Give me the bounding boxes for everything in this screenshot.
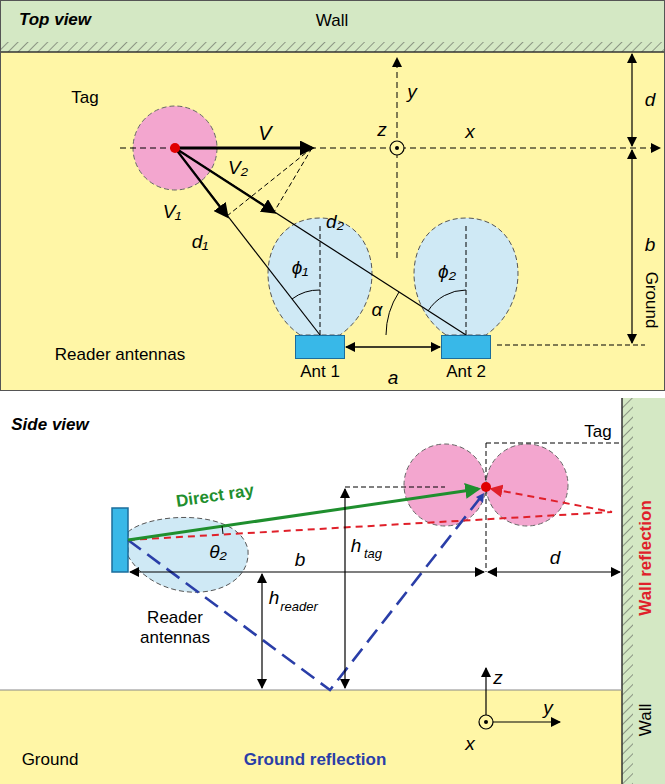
ray-label: Direct ray [175,481,255,512]
spacing-arrow [346,346,440,347]
node-text: Wall [636,704,656,736]
axis-label: z [377,119,387,141]
height-symbol: h [351,535,362,557]
antenna-pattern [414,218,518,335]
wall-band [622,398,665,784]
angle-arc [428,290,466,311]
axis-label: y [407,81,417,103]
node-text: Ant 1 [300,362,340,382]
antenna-label: Reader antennas [133,608,217,647]
reader-antenna [112,508,128,572]
antenna-pattern [128,517,248,592]
distance-line [175,148,320,335]
projection-line [227,148,312,216]
node-text: Ground [22,750,79,770]
boresight-line [320,225,321,335]
velocity-vector [175,148,274,212]
vector-label: V₁ [163,201,182,223]
wall-hatch [622,398,633,784]
axis-label: x [465,121,475,143]
height-subscript: tag [364,547,382,562]
dimension-label: a [388,367,399,389]
distance-line [175,148,466,335]
node-text: Wall reflection [636,500,656,616]
y-axis [493,721,560,722]
extension-line [497,345,645,346]
ground-band: Ground Ground reflection [0,690,622,784]
z-axis [485,668,486,715]
dimension-arrow [631,150,632,343]
angle-arc [222,526,223,534]
wall-hatch [0,42,665,52]
axis-label: x [465,733,475,755]
wall-band [0,0,665,52]
ground-line [0,690,622,691]
tag-label: Tag [71,88,98,108]
angle-label: θ₂ [209,541,227,563]
tag-pattern [486,444,568,526]
tag-dot [481,482,491,492]
wall-line [0,51,665,53]
floor-area [0,52,665,390]
tag-label: Tag [584,422,611,442]
height-subscript: reader [280,600,318,615]
dimension-arrow [130,571,484,572]
node-text: Wall [316,11,348,31]
guide-line [486,443,487,572]
projection-line [274,148,312,212]
angle-arc [292,290,320,299]
height-arrow [261,574,262,688]
vector-label: V₂ [228,157,248,179]
vector-label: V [258,122,271,145]
wall-line [621,398,623,784]
boresight-line [466,225,467,335]
dimension-label: d [645,89,656,111]
wall-band: Wall reflectionWall [622,398,665,784]
dimension-label: b [295,549,306,571]
angle-label: ϕ₂ [438,261,456,283]
reader-antenna: Ant 1 [295,335,345,359]
dimension-label: d [550,547,561,569]
x-axis-symbol [479,715,493,729]
view-title: Top view [19,10,91,30]
dimension-arrow [488,571,620,572]
node-text: Ground reflection [244,750,387,770]
axis-label: z [493,667,503,689]
height-arrow [344,489,345,688]
tag-pattern [404,444,486,526]
dimension-label: b [645,234,656,256]
guide-line [345,487,445,488]
panel-border [1,1,665,391]
ground-area [0,690,622,784]
axis-label: y [543,697,553,719]
distance-label: d₂ [326,211,344,233]
angle-arc [386,292,399,335]
guide-line [486,443,620,444]
velocity-vector [175,148,227,216]
ground-label: Ground [641,272,661,329]
distance-label: d₁ [192,231,209,253]
height-symbol: h [269,587,280,609]
wall-band: Wall [0,0,665,42]
ray-head [476,493,484,503]
view-title: Side view [11,415,88,435]
angle-label: ϕ₁ [292,257,309,279]
antenna-label: Reader antennas [55,345,185,365]
angle-label: α [372,299,383,321]
dimension-arrow [631,54,632,146]
z-axis-dot [395,146,399,150]
y-axis [397,58,398,258]
z-axis-symbol [390,141,404,155]
antenna-pattern [268,218,372,335]
velocity-vector [175,147,312,150]
tag-dot [170,143,180,153]
node-text: Ant 2 [446,362,486,382]
reader-antenna: Ant 2 [441,335,491,359]
x-axis-dot [484,720,488,724]
